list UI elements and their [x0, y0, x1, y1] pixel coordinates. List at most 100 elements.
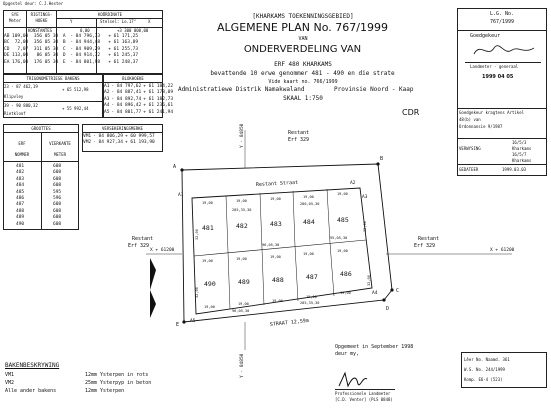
konstantes-x: +3 300 000,00 [117, 28, 149, 33]
erf-480-boundary [181, 163, 393, 323]
baken-vm2-value: 25mm Ysterpyp in beton [85, 380, 152, 386]
ref-1: 16/5/3 [512, 140, 527, 145]
corner-a1: A1 [178, 192, 184, 198]
col-meter: Meter [8, 18, 22, 23]
table-row: A1- 84 797,62+ 61 184,22 [104, 84, 174, 89]
onderverdeling-label: ONDERVERDELING VAN [243, 44, 362, 55]
svg-text:32,00: 32,00 [195, 229, 199, 240]
admin-label: Administratiewe Distrik Namakwaland [178, 86, 305, 93]
blokhoeke-title: BLOKHOEKE [122, 76, 144, 81]
baken-vm2-key: VM2 [5, 380, 15, 386]
office-label: [KHARKAMS TOEKENNINGSGEBIED] [252, 13, 354, 20]
svg-text:19,00: 19,00 [337, 249, 348, 253]
van-label: VAN [298, 36, 308, 42]
mid-divide [193, 239, 367, 257]
svg-text:19,00: 19,00 [270, 197, 281, 201]
svg-text:19,00: 19,00 [272, 299, 283, 303]
corner-a: A [173, 164, 176, 170]
leer-no: Lêer No. Naamd. 361 [464, 357, 510, 362]
svg-text:19,00: 19,00 [337, 192, 348, 196]
ref-2: 16/5/7 [512, 152, 527, 157]
baken-other-value: 12mm Ysterpen [85, 388, 125, 394]
col-sye: SYE [11, 12, 19, 17]
svg-text:32,00: 32,00 [363, 221, 367, 232]
lg-no-value: 767/1999 [489, 19, 515, 25]
col-vierkante: VIERKANTE [49, 141, 71, 146]
svg-text:95,05,30: 95,05,30 [330, 236, 347, 240]
svg-text:286,05,30: 286,05,30 [300, 202, 319, 206]
lot-482: 482 [236, 222, 248, 230]
trig-1-name: Klipvley [4, 94, 24, 99]
svg-text:19,00: 19,00 [236, 257, 247, 261]
corner-a2: A2 [350, 180, 356, 186]
corner-c: C [396, 288, 399, 294]
cdr-label: CDR [402, 108, 420, 117]
svg-text:19,00: 19,00 [306, 295, 317, 299]
trig-bakens-table [3, 74, 103, 118]
lg-no-label: L.G. No. [489, 11, 515, 17]
table-row: A4- 84 896,42+ 61 236,61 [104, 103, 174, 109]
approval-date-stamp: 1999 04 05 [482, 74, 514, 80]
restant-left-erf: Erf 329 [128, 243, 149, 249]
konstantes-y: 0,00 [80, 28, 90, 33]
col-rigting: RIGTINGS- [30, 12, 53, 17]
trig-2-x: + 55 992,44 [62, 106, 89, 111]
verwysing-label: VERWYSING [459, 146, 481, 151]
lot-487: 487 [306, 273, 318, 281]
corner-a3: A3 [362, 194, 368, 200]
bevattende-label: bevattende 10 erwe genommer 481 - 490 en… [210, 70, 395, 77]
restant-right: Restant [418, 236, 439, 242]
lot-488: 488 [272, 276, 284, 284]
left-wedge-mark [150, 258, 156, 318]
table-row: VM2- 84 927,34+ 61 193,90 [83, 140, 155, 146]
corner-b: B [380, 156, 383, 162]
file-reference-box [461, 352, 547, 388]
verseker-rows: VM1- 84 806,29+ 60 999,57 VM2- 84 927,34… [82, 134, 156, 147]
approval-panel [457, 8, 547, 176]
lots-block [191, 187, 373, 315]
col-meter: METER [53, 152, 67, 157]
opgemeet-label: Opgemeet in September 1998 [335, 344, 414, 350]
col-koordinate: KOÖRDINATE [97, 12, 123, 17]
lot-486: 486 [340, 270, 352, 278]
blokhoeke-table [103, 74, 163, 118]
ordonnansie-label: Ordonnansie 9/1987 [459, 124, 503, 129]
svg-text:285,35,30: 285,35,30 [232, 208, 251, 212]
corner-e: E [176, 322, 179, 328]
south-y-label: Y - 84850 [239, 353, 245, 378]
lot-483: 483 [270, 220, 282, 228]
corner-a5: A5 [190, 318, 196, 324]
table-row: A3- 84 892,74+ 61 182,73 [104, 96, 174, 102]
baken-vm1-key: VM1 [5, 372, 15, 378]
col-x: X [148, 19, 151, 24]
svg-text:19,00: 19,00 [270, 255, 281, 259]
wet-label: 48(b) van [459, 117, 481, 122]
corner-a4: A4 [372, 290, 378, 296]
street-bottom: STRAAT 12,59m [270, 318, 310, 328]
lot-484: 484 [303, 218, 315, 226]
baken-vm1-value: 12mm Ysterpen in rots [85, 372, 149, 378]
svg-text:19,00: 19,00 [202, 201, 213, 205]
trig-2-name: Rietkloof [4, 111, 26, 116]
konstantes-label: KONSTANTES [28, 28, 53, 33]
x-right-label: X + 61200 [490, 247, 515, 253]
goedgekeur-label: Goedgekeur [470, 33, 501, 39]
verseker-title: VERSEKERINGSMERKE [102, 126, 143, 131]
gedateer-value: 1999.03.03 [502, 167, 527, 172]
svg-text:96,05,30: 96,05,30 [262, 243, 279, 247]
